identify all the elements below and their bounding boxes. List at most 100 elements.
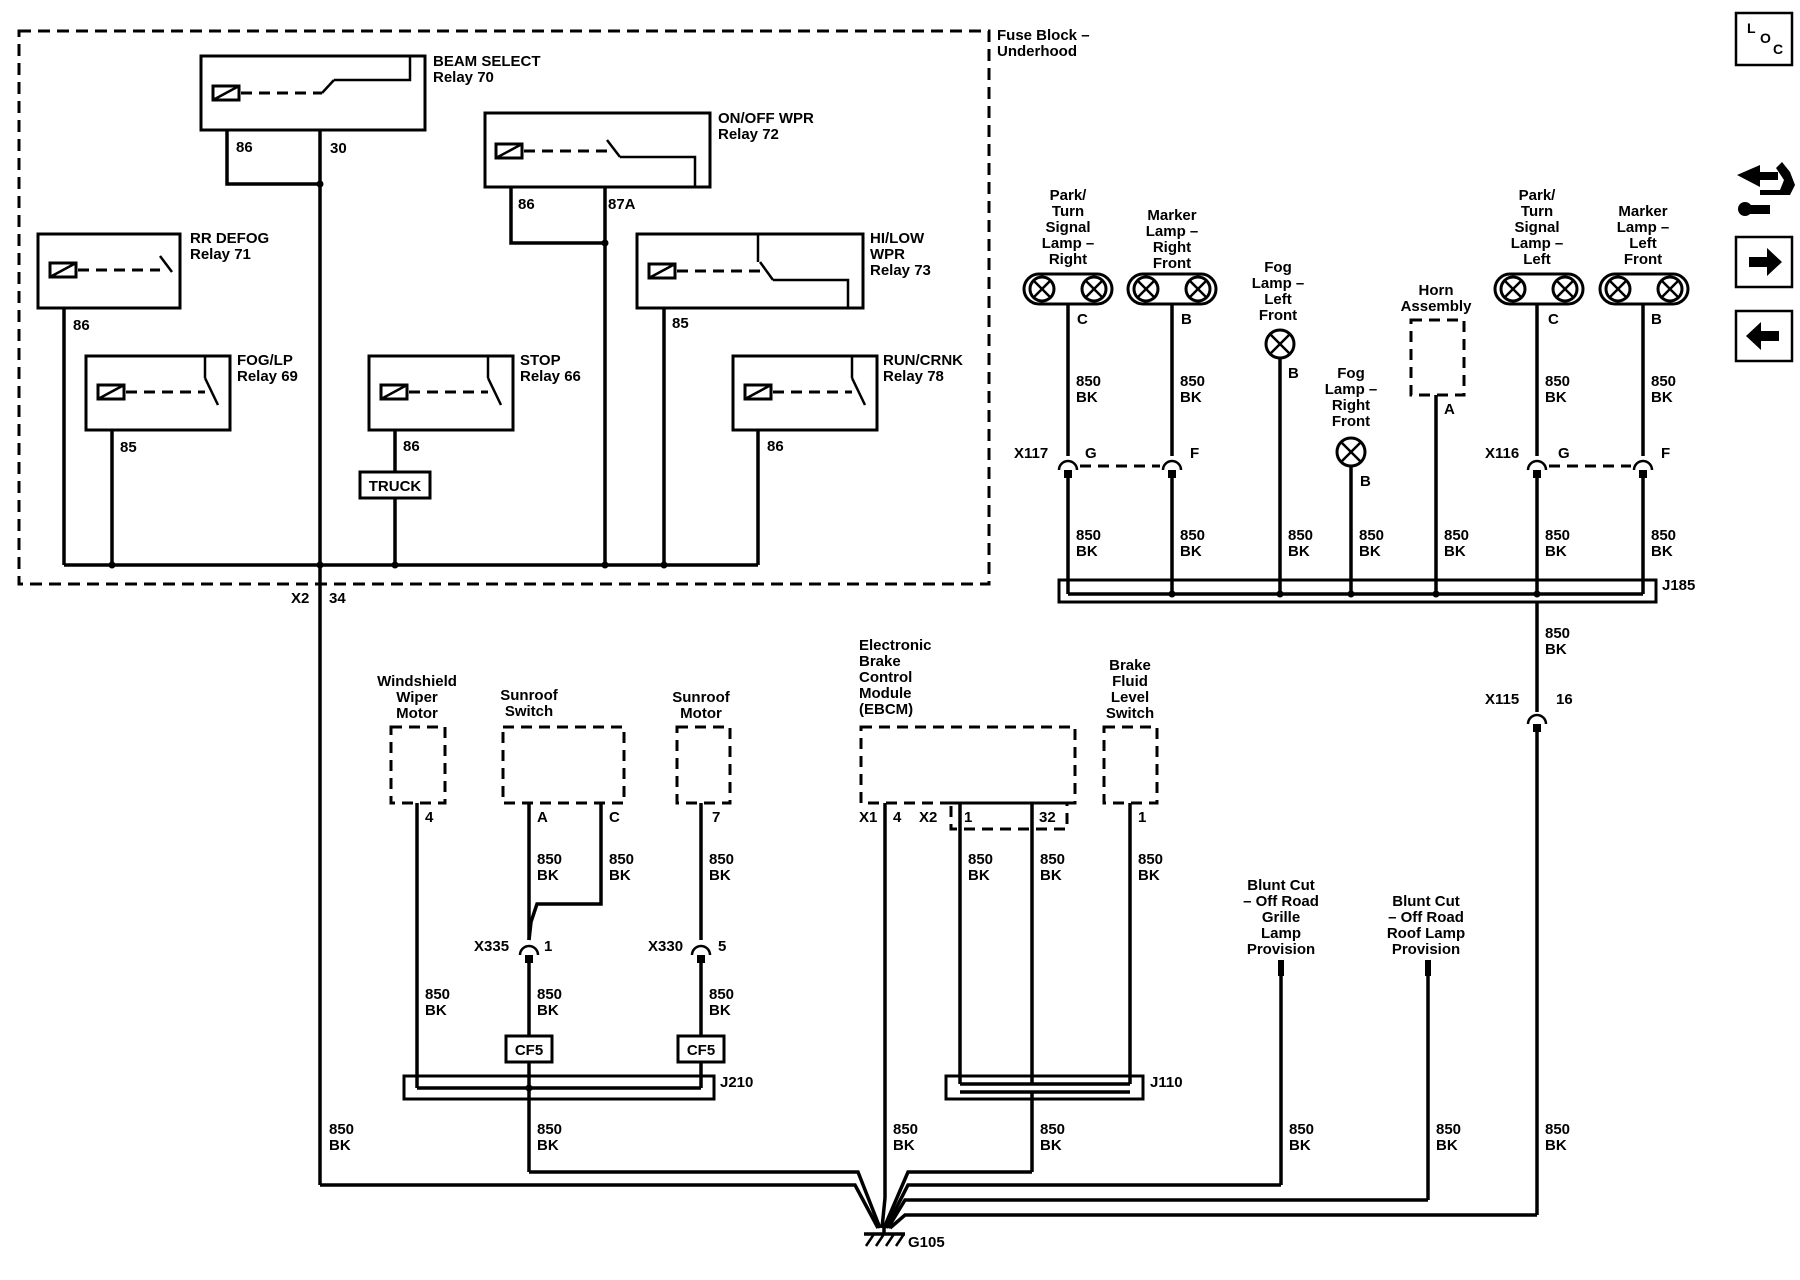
diagnostic-tool-icon[interactable] — [1737, 162, 1795, 216]
relay-coil-icon — [647, 262, 677, 280]
horn-assembly[interactable]: Horn Assembly A — [1401, 282, 1473, 418]
wire-gauge: 850 — [1651, 373, 1676, 390]
relay-stop[interactable]: STOP Relay 66 86 — [367, 352, 581, 455]
wire-color: BK — [609, 867, 631, 884]
component-label: Electronic — [859, 637, 932, 654]
component-label: Brake — [1109, 657, 1151, 674]
lamp-park-turn-right[interactable]: Park/ Turn Signal Lamp – Right C — [1022, 187, 1114, 328]
motor-icon — [389, 725, 447, 805]
lamp-marker-left-front[interactable]: Marker Lamp – Left Front B — [1598, 203, 1690, 328]
wire-gauge: 850 — [329, 1121, 354, 1138]
cf5-label: CF5 — [687, 1042, 715, 1059]
splice-name: J210 — [720, 1074, 753, 1091]
relay-coil-icon — [743, 383, 773, 401]
wire-color: BK — [1076, 389, 1098, 406]
wire-gauge: 850 — [1545, 1121, 1570, 1138]
wire-color: BK — [1040, 1137, 1062, 1154]
fuse-block-wiring: X2 34 850 BK — [62, 130, 760, 1185]
pin-label: B — [1651, 311, 1662, 328]
pin-label: C — [1077, 311, 1088, 328]
wire-color: BK — [1545, 543, 1567, 560]
sunroof-motor[interactable]: Sunroof Motor 7 — [672, 689, 732, 826]
pin-label: 16 — [1556, 691, 1573, 708]
connector-x335[interactable]: X335 1 — [474, 938, 552, 963]
pin-label: 86 — [518, 196, 535, 213]
wire-gauge: 850 — [1545, 527, 1570, 544]
next-arrow-icon[interactable] — [1734, 235, 1794, 289]
blunt-cut-icon — [1278, 960, 1284, 976]
component-locator-icon[interactable]: L O C — [1734, 11, 1794, 67]
relay-hilow-wpr[interactable]: HI/LOW WPR Relay 73 85 — [635, 230, 931, 332]
brake-fluid-level-switch[interactable]: Brake Fluid Level Switch 1 — [1102, 657, 1159, 826]
pin-label: A — [537, 809, 548, 826]
pin-label: 4 — [893, 809, 902, 826]
connector-name: X115 — [1485, 691, 1519, 708]
relay-coil-icon — [48, 261, 78, 279]
connector-name: X335 — [474, 938, 509, 955]
cf5-box-motor: CF5 — [676, 1034, 726, 1064]
lamp-park-turn-left[interactable]: Park/ Turn Signal Lamp – Left C — [1493, 187, 1585, 328]
wire-gauge: 850 — [1040, 851, 1065, 868]
component-label: Front — [1259, 307, 1297, 324]
component-label: Switch — [1106, 705, 1154, 722]
splice-pack-j210[interactable]: J210 — [402, 1074, 753, 1101]
pin-label: 1 — [964, 809, 972, 826]
component-label: Roof Lamp — [1387, 925, 1465, 942]
wire-color: BK — [537, 1137, 559, 1154]
splice-pack-j185[interactable]: J185 — [1057, 577, 1695, 604]
wire-color: BK — [1444, 543, 1466, 560]
lamp-marker-right-front[interactable]: Marker Lamp – Right Front B — [1126, 207, 1218, 328]
lamp-fog-left-front[interactable]: Fog Lamp – Left Front B — [1252, 259, 1305, 382]
relay-name: STOP — [520, 352, 561, 369]
pin-label: A — [1444, 401, 1455, 418]
wire-color: BK — [1288, 543, 1310, 560]
wire-gauge: 850 — [537, 986, 562, 1003]
wire-color: BK — [1180, 389, 1202, 406]
ebcm-module[interactable]: Electronic Brake Control Module (EBCM) X… — [859, 637, 1077, 831]
previous-arrow-icon[interactable] — [1734, 309, 1794, 363]
windshield-wiper-motor[interactable]: Windshield Wiper Motor 4 — [377, 673, 457, 826]
wire-color: BK — [329, 1137, 351, 1154]
relay-beam-select[interactable]: BEAM SELECT Relay 70 86 30 — [199, 53, 541, 157]
component-label: Lamp – — [1252, 275, 1305, 292]
component-label: (EBCM) — [859, 701, 913, 718]
pin-label: 5 — [718, 938, 726, 955]
pin-label: C — [609, 809, 620, 826]
cf5-label: CF5 — [515, 1042, 543, 1059]
pin-label: 4 — [425, 809, 434, 826]
component-label: Level — [1111, 689, 1149, 706]
wire-color: BK — [1651, 389, 1673, 406]
connector-x116[interactable]: X116 G F — [1485, 445, 1670, 478]
pin-label: 30 — [330, 140, 347, 157]
relay-run-crnk[interactable]: RUN/CRNK Relay 78 86 — [731, 352, 963, 455]
wire-color: BK — [1545, 641, 1567, 658]
connector-x330[interactable]: X330 5 — [648, 938, 726, 963]
wire-gauge: 850 — [537, 851, 562, 868]
splice-pack-j110[interactable]: J110 — [944, 1074, 1183, 1101]
pin-label: 86 — [767, 438, 784, 455]
connector-name: X2 — [291, 590, 309, 607]
grille-lamp-provision[interactable]: Blunt Cut – Off Road Grille Lamp Provisi… — [1243, 877, 1319, 976]
relay-rr-defog[interactable]: RR DEFOG Relay 71 86 — [36, 230, 269, 334]
pin-label: 1 — [544, 938, 552, 955]
pin-label: 86 — [236, 139, 253, 156]
component-label: Module — [859, 685, 912, 702]
relay-coil-icon — [211, 84, 241, 102]
component-label: Assembly — [1401, 298, 1473, 315]
component-label: Right — [1049, 251, 1087, 268]
component-label: Fog — [1264, 259, 1292, 276]
component-label: Lamp — [1261, 925, 1301, 942]
component-label: – Off Road — [1243, 893, 1319, 910]
relay-number: Relay 69 — [237, 368, 298, 385]
ground-name: G105 — [908, 1234, 945, 1251]
ground-g105[interactable]: G105 — [864, 1228, 945, 1251]
connector-x117[interactable]: X117 G F — [1014, 445, 1199, 478]
connector-name: X116 — [1485, 445, 1519, 462]
splice-name: J110 — [1150, 1074, 1183, 1091]
relay-coil-icon — [96, 383, 126, 401]
relay-fog-lp[interactable]: FOG/LP Relay 69 85 — [84, 352, 298, 456]
relay-onoff-wpr[interactable]: ON/OFF WPR Relay 72 86 87A — [483, 110, 814, 213]
roof-lamp-provision[interactable]: Blunt Cut – Off Road Roof Lamp Provision — [1387, 893, 1465, 976]
sunroof-switch[interactable]: Sunroof Switch A C — [500, 687, 626, 826]
lower-wiring: 850 BK 850 BK 850 BK 850 BK 850 BK 850 B… — [320, 803, 1537, 1230]
